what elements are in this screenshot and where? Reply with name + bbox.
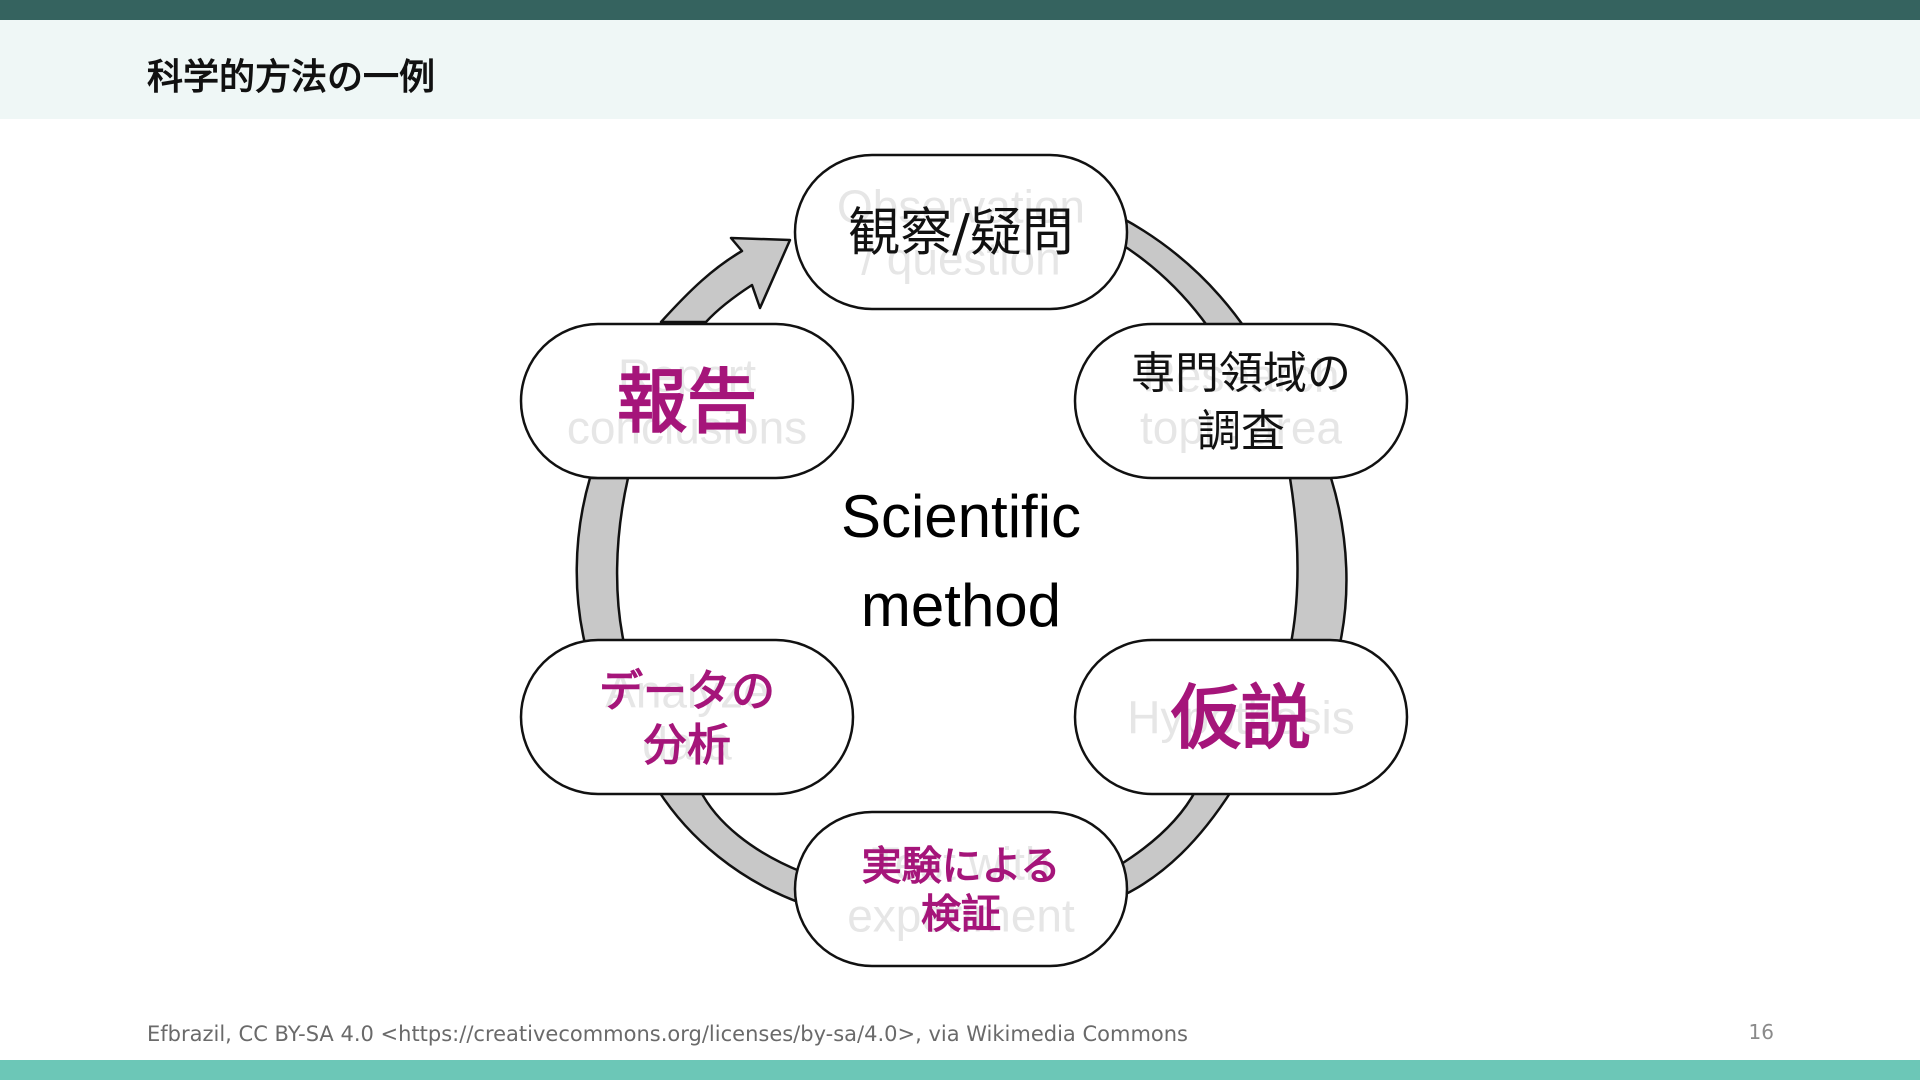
- step-ghost-label: Observation: [837, 181, 1085, 233]
- step-ghost-label: Report: [618, 350, 756, 402]
- slide-title: 科学的方法の一例: [147, 57, 436, 98]
- step-node: [793, 153, 1129, 311]
- step-label: 報告: [617, 361, 757, 443]
- step-node: [519, 322, 855, 480]
- attribution-credit: Efbrazil, CC BY-SA 4.0 <https://creative…: [147, 1022, 1188, 1046]
- step-ghost-label: conclusions: [567, 402, 807, 454]
- step-node: [793, 810, 1129, 968]
- ring-segment-bottom-right: [1116, 788, 1234, 898]
- step-node: [1073, 322, 1409, 480]
- top-bar: [0, 0, 1920, 20]
- step-label: 検証: [921, 891, 1001, 937]
- step-node: [1073, 638, 1409, 796]
- step-ghost-label: Test with: [872, 838, 1051, 890]
- step-label: 調査: [1197, 406, 1285, 457]
- bottom-bar: [0, 1060, 1920, 1080]
- step-ghost-label: Research: [1143, 350, 1340, 402]
- center-label-line: Scientific: [841, 483, 1081, 550]
- ring-arrow-to-observation: [659, 236, 792, 324]
- ring-segment-right: [1288, 476, 1348, 650]
- center-label: Scientific method: [841, 483, 1081, 639]
- step-label: 仮説: [1170, 677, 1311, 759]
- step-ghost-label: / question: [861, 233, 1060, 285]
- step-label: 分析: [643, 720, 731, 771]
- step-ghost-label: Analyze: [605, 666, 769, 718]
- step-ghost-label: data: [642, 718, 732, 770]
- ring-segment-left: [575, 476, 630, 650]
- center-label-line: method: [861, 572, 1061, 639]
- step-label: データの: [599, 666, 775, 717]
- cycle-ring: [575, 216, 1348, 904]
- ring-segment-bottom-left: [656, 788, 804, 904]
- title-band: [0, 20, 1920, 119]
- step-node: [519, 638, 855, 796]
- step-ghost-label: topic area: [1140, 402, 1342, 454]
- step-label: 観察/疑問: [848, 204, 1074, 264]
- page-number: 16: [1748, 1020, 1774, 1044]
- step-label: 実験による: [862, 843, 1061, 889]
- step-ghost-label: experiment: [847, 890, 1075, 942]
- step-label: 専門領域の: [1131, 348, 1351, 399]
- step-ghost-label: Hypothesis: [1127, 692, 1355, 744]
- step-layer: Observation/ question観察/疑問Researchtopic …: [519, 153, 1409, 968]
